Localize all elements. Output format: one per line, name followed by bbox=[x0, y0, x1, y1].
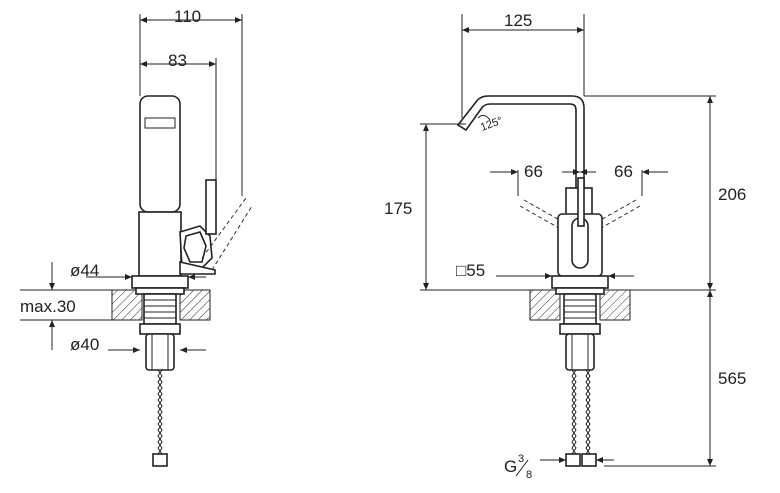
dim-max-thickness: max.30 bbox=[20, 297, 76, 316]
dim-connection-thread: G 3 8 bbox=[504, 453, 532, 481]
faucet-body-side bbox=[131, 95, 253, 295]
dim-hose-length: 565 bbox=[718, 369, 746, 388]
dim-base-diameter: ø44 bbox=[70, 261, 99, 280]
shank-front bbox=[559, 293, 601, 371]
dim-spout-reach: 125 bbox=[504, 11, 532, 30]
front-view: 125° bbox=[384, 11, 746, 481]
countertop-left bbox=[111, 289, 143, 321]
dim-shank-diameter: ø40 bbox=[70, 335, 99, 354]
faucet-body-front bbox=[551, 177, 609, 295]
side-view: 110 83 ø44 max.30 ø40 bbox=[20, 7, 253, 467]
countertop-right bbox=[179, 289, 211, 321]
dim-spout-angle: 125° bbox=[479, 115, 504, 134]
dim-total-height: 206 bbox=[718, 185, 746, 204]
dim-connection-num: 3 bbox=[518, 453, 524, 465]
dim-handle-right: 66 bbox=[614, 162, 633, 181]
countertop-left-front bbox=[529, 289, 561, 321]
dim-connection-den: 8 bbox=[526, 469, 532, 481]
dim-width: 83 bbox=[168, 51, 187, 70]
dim-connection-prefix: G bbox=[504, 457, 517, 476]
dim-handle-left: 66 bbox=[524, 162, 543, 181]
spout-front: 125° bbox=[456, 95, 585, 191]
dim-square-base: □55 bbox=[456, 261, 485, 280]
dim-total-width: 110 bbox=[174, 7, 201, 26]
hoses-front bbox=[565, 369, 597, 467]
dim-spout-height: 175 bbox=[384, 199, 412, 218]
hose-side bbox=[152, 369, 168, 467]
countertop-right-front bbox=[599, 289, 631, 321]
shank-side bbox=[139, 293, 181, 371]
